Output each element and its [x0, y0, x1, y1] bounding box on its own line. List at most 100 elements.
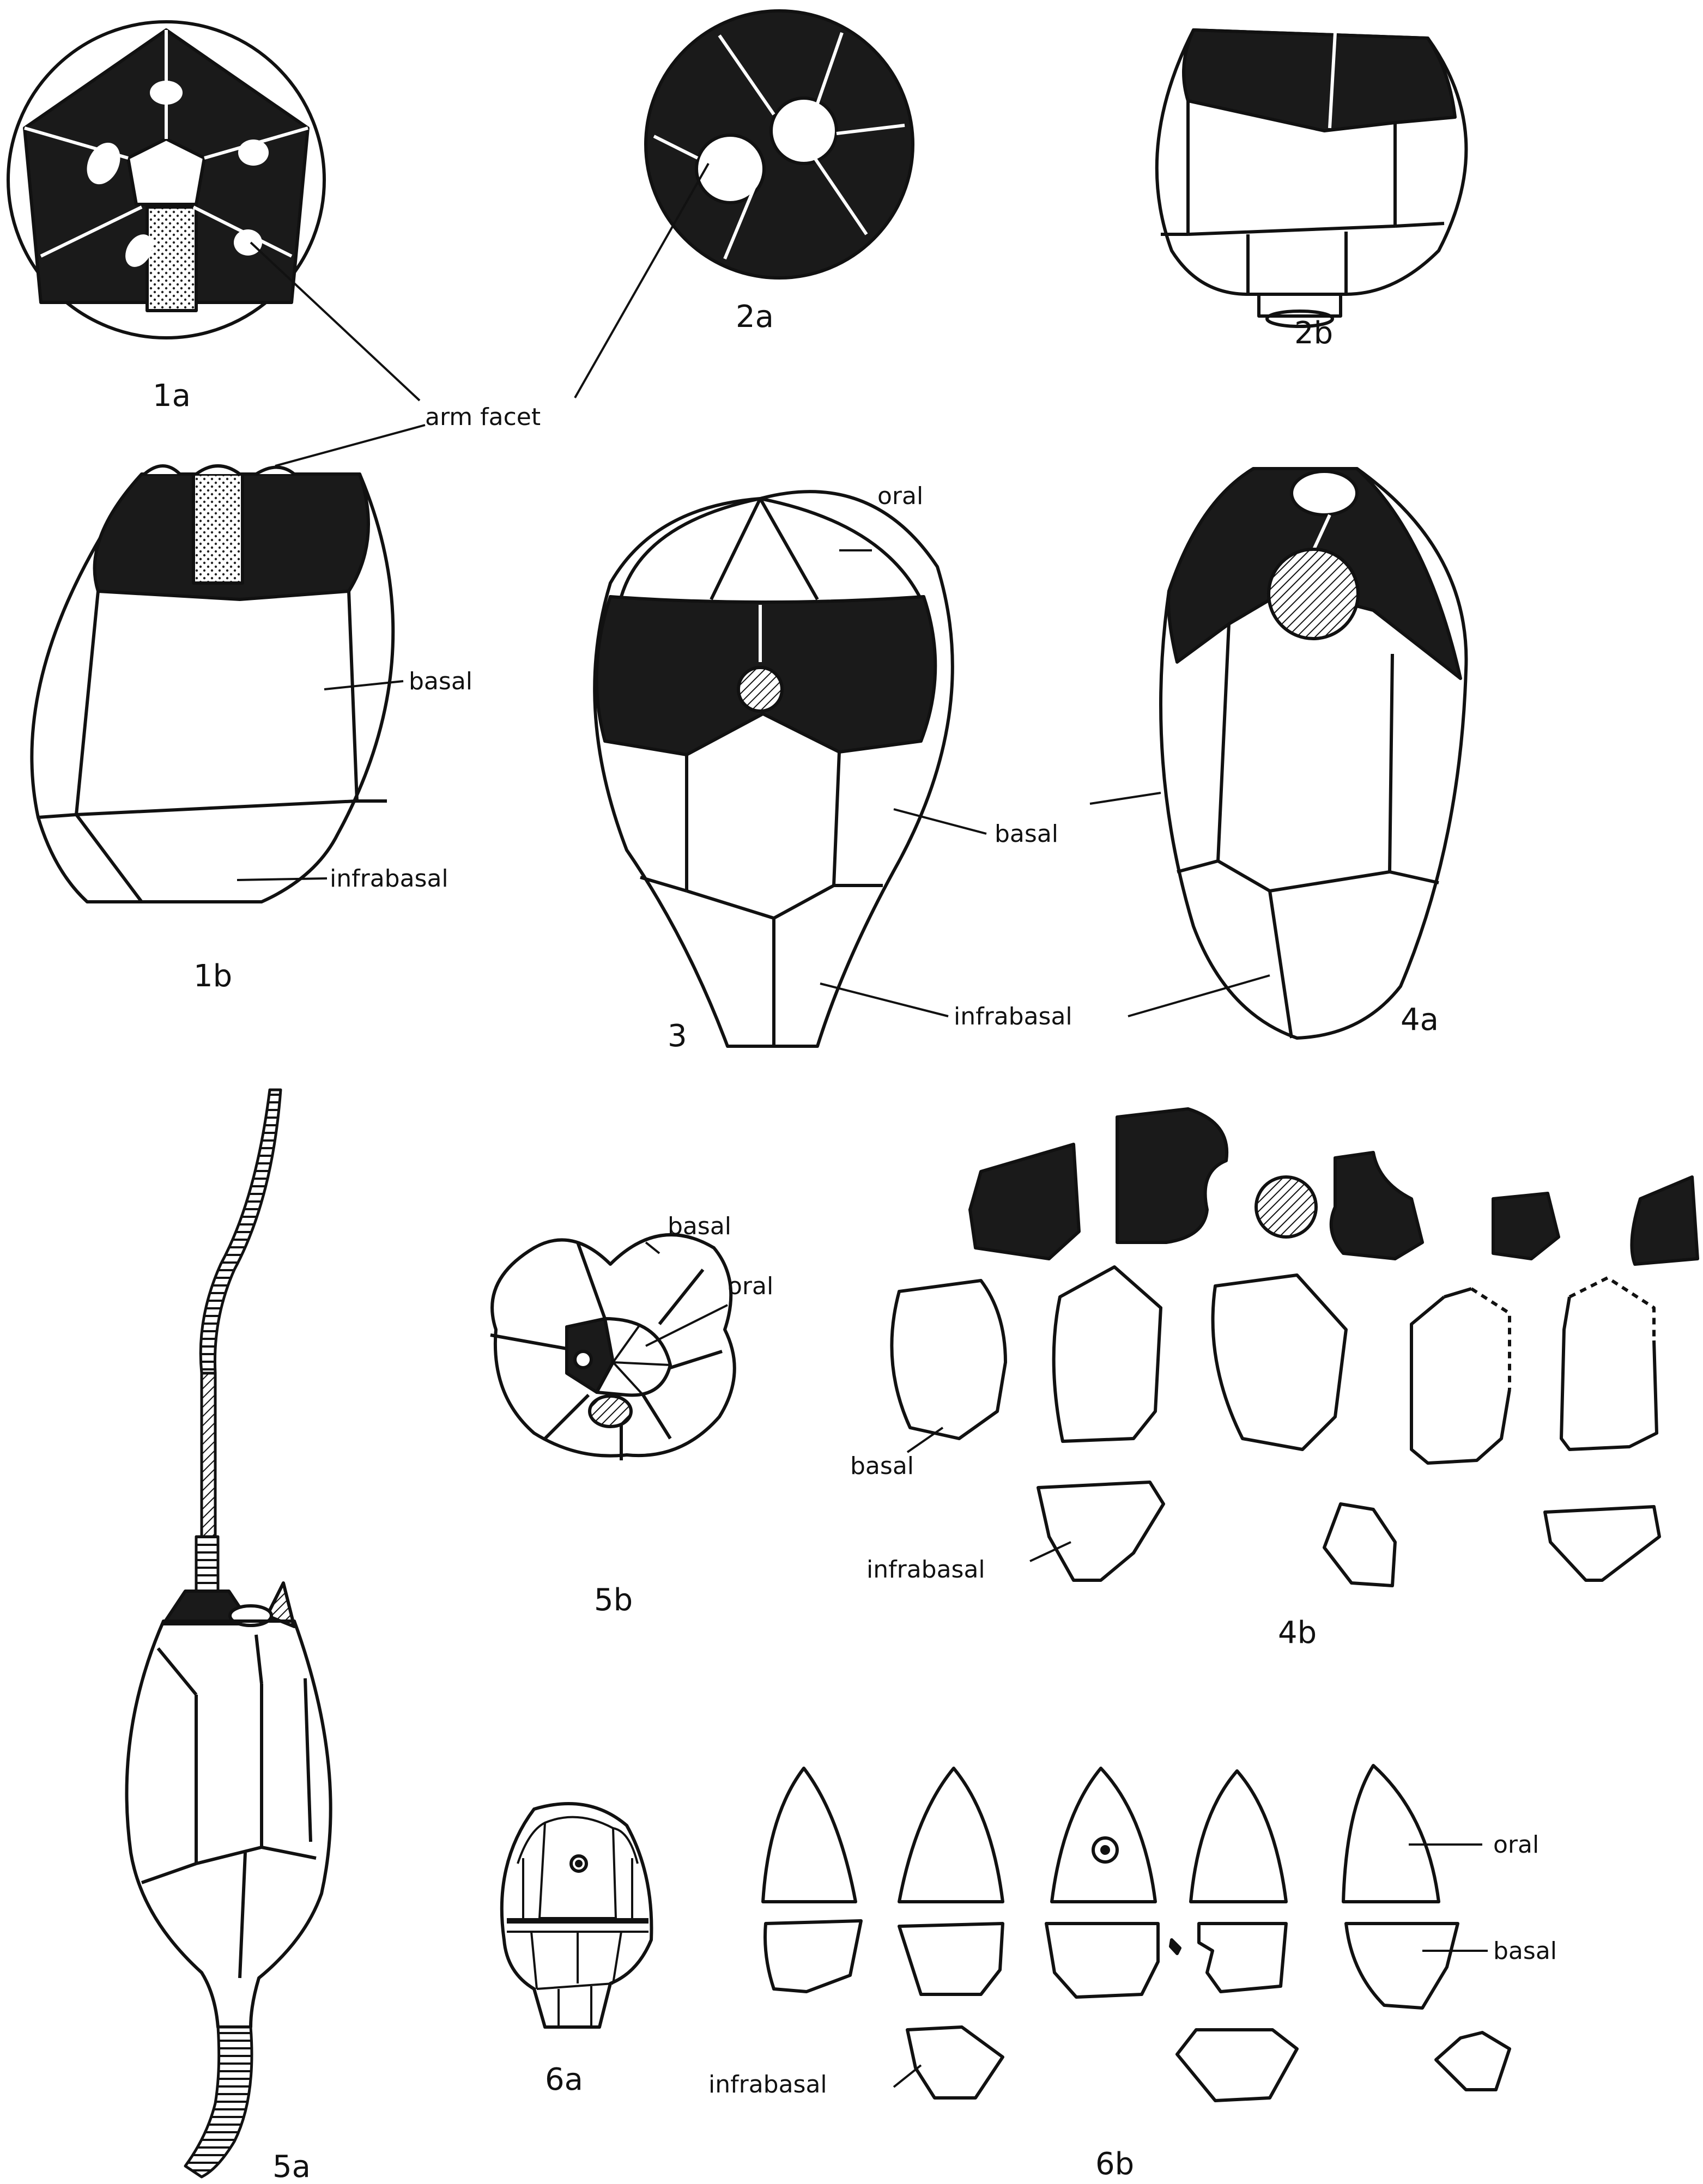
basal-plate [1402, 1316, 1482, 1460]
suture [490, 1335, 567, 1349]
suture [1218, 624, 1229, 861]
leader-line [894, 2065, 921, 2087]
suture [531, 1932, 537, 1989]
leader-line [820, 984, 948, 1016]
basal-plate-restored [1471, 1289, 1510, 1390]
suture [76, 801, 357, 815]
suture [613, 1932, 621, 1983]
suture [760, 499, 817, 599]
arm-facet [256, 468, 294, 475]
anal-tube-base [196, 1537, 218, 1591]
suture [1218, 861, 1270, 891]
leader-line [894, 809, 986, 834]
oral-plate [1052, 1768, 1155, 1902]
leader-line [646, 1242, 659, 1253]
infrabasal-plate [1324, 1504, 1395, 1586]
anal-plate [193, 474, 243, 583]
leader-line [324, 681, 403, 689]
suture [774, 885, 834, 918]
figure-1a-oral-view [8, 22, 324, 338]
basal-plate [1199, 1924, 1286, 1992]
suture [1390, 872, 1439, 883]
anal-plate [1269, 549, 1358, 639]
leader-lines [237, 163, 1488, 2087]
oral-plate [1343, 1766, 1439, 1902]
label-oral-5b: oral [728, 1272, 773, 1300]
label-basal-1b: basal [409, 668, 472, 695]
label-basal-3-4a: basal [995, 820, 1058, 848]
leader-line [275, 425, 425, 466]
suture [1188, 226, 1395, 234]
label-oral-3: oral [877, 482, 923, 510]
infrabasal-plate [1038, 1482, 1163, 1580]
radial-plate [1493, 1193, 1559, 1259]
figure-1b-side-view [32, 466, 393, 902]
suture [76, 591, 98, 815]
label-infrabasal-6b: infrabasal [708, 2071, 827, 2098]
anal-plate [738, 668, 782, 711]
infrabasal-plate [1545, 1507, 1659, 1580]
anal-opening-center [577, 1861, 581, 1866]
figure-2a-oral-view [646, 11, 913, 278]
figure-6a-side-view [502, 1804, 652, 2027]
basal-plate [899, 1924, 1003, 1994]
suture [1177, 861, 1218, 872]
figure-4a-side-view [1161, 469, 1466, 1038]
label-infrabasal-1b: infrabasal [330, 865, 449, 893]
oral-opening [771, 98, 837, 163]
radial-circlet [1184, 30, 1455, 131]
leader-line [251, 242, 420, 401]
figure-number-4a: 4a [1401, 1002, 1439, 1038]
suture [240, 1853, 245, 1978]
stem [185, 2027, 252, 2177]
basal-plate [1046, 1924, 1158, 1997]
anal-plate [590, 1396, 631, 1427]
infrabasal-plate [1436, 2033, 1510, 2090]
radial-plate [1117, 1109, 1227, 1242]
radial-plate [970, 1144, 1079, 1259]
oral-plate [621, 499, 921, 599]
figure-5b-oral-view [490, 1235, 735, 1460]
basal-plate [1561, 1297, 1657, 1449]
anal-opening-center [1102, 1847, 1108, 1853]
cup-outline [127, 1621, 331, 2027]
suture [643, 1395, 670, 1439]
suture [834, 752, 839, 885]
arm-facet [150, 81, 183, 105]
basal-plate [1411, 1289, 1510, 1463]
figure-number-5a: 5a [272, 2149, 311, 2184]
label-oral-6b: oral [1493, 1831, 1539, 1859]
suture [305, 1678, 311, 1842]
figure-number-3: 3 [668, 1018, 687, 1054]
suture [545, 1395, 589, 1439]
figure-6b-plate-diagram [763, 1766, 1510, 2101]
label-infrabasal-3-4a: infrabasal [954, 1003, 1072, 1030]
anal-opening [575, 1351, 591, 1368]
figure-3-side-view [595, 492, 953, 1046]
figure-number-2b: 2b [1294, 316, 1333, 351]
radial-plate [1632, 1177, 1698, 1264]
anal-plate [147, 207, 196, 311]
figure-number-6a: 6a [545, 2062, 583, 2097]
figure-2b-side-view [1157, 30, 1466, 326]
figure-number-1a: 1a [153, 378, 191, 414]
basal-plate [892, 1281, 1005, 1439]
oral-plate [899, 1768, 1003, 1902]
infrabasal-plate [1177, 2030, 1297, 2101]
suture [1270, 872, 1390, 891]
suture [349, 591, 357, 801]
anal-tube-upper [201, 1090, 281, 1373]
radial-plate [1331, 1152, 1422, 1259]
suture [1390, 654, 1392, 872]
leader-line [1090, 793, 1161, 804]
label-basal-5b: basal [668, 1212, 731, 1240]
arm-facet [196, 466, 240, 474]
suture [1270, 891, 1292, 1038]
suture [659, 1270, 703, 1324]
figure-number-4b: 4b [1278, 1615, 1317, 1651]
label-basal-6b: basal [1493, 1937, 1557, 1965]
suture [196, 1847, 262, 1864]
figure-5a-whole-specimen [127, 1090, 331, 2177]
oral-plate [540, 1817, 616, 1918]
